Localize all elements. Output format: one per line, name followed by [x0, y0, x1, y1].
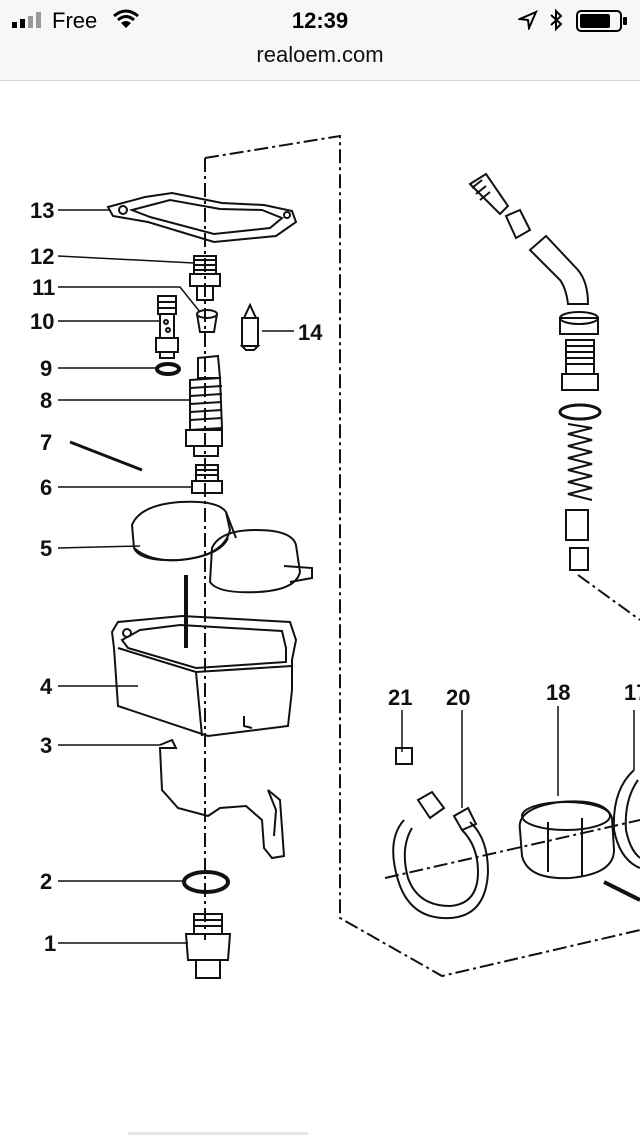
label-11: 11: [32, 275, 55, 300]
signal-icon: [12, 12, 41, 28]
label-6: 6: [40, 475, 52, 500]
right-rings: [392, 747, 640, 920]
label-1: 1: [44, 931, 56, 956]
label-5: 5: [40, 536, 52, 561]
part-9-o-ring: [155, 362, 181, 376]
bottom-edge-bar: [128, 1132, 308, 1135]
label-21: 21: [388, 685, 412, 710]
location-icon: [518, 10, 538, 30]
label-8: 8: [40, 388, 52, 413]
wifi-icon: [113, 9, 139, 28]
part-8-needle-jet: [185, 354, 224, 457]
label-20: 20: [446, 685, 470, 710]
part-3-clip: [158, 738, 286, 860]
label-18: 18: [546, 680, 570, 705]
part-14-needle: [239, 302, 261, 351]
bluetooth-icon: [550, 8, 563, 32]
label-2: 2: [40, 869, 52, 894]
part-4-float-bowl: [110, 614, 298, 738]
label-10: 10: [30, 309, 54, 334]
part-5-floats: [130, 500, 313, 648]
battery-icon: [576, 10, 627, 32]
label-4: 4: [40, 674, 53, 699]
label-3: 3: [40, 733, 52, 758]
label-9: 9: [40, 356, 52, 381]
part-11-jet: [196, 309, 218, 333]
part-7-pin: [69, 440, 143, 472]
label-17: 17: [624, 680, 640, 705]
carrier-name: Free: [52, 8, 98, 33]
part-6-main-jet: [191, 464, 223, 494]
status-bar: Free 12:39: [0, 0, 640, 40]
part-12-fitting: [189, 255, 221, 301]
label-14: 14: [298, 320, 323, 345]
url-bar[interactable]: realoem.com: [0, 40, 640, 81]
clock-time: 12:39: [291, 8, 349, 33]
center-lines: [204, 134, 640, 978]
parts-diagram: 13 12 11 10 9 8 7 6 5 4 3 2 1 14 21 20 1…: [30, 134, 640, 979]
label-13: 13: [30, 198, 54, 223]
part-13-gasket: [106, 191, 298, 244]
right-cable-assembly: [468, 172, 602, 571]
leader-lines: [57, 209, 635, 944]
label-12: 12: [30, 244, 54, 269]
label-7: 7: [40, 430, 52, 455]
part-10-emulsion-jet: [155, 295, 179, 359]
part-2-washer: [182, 870, 230, 894]
part-1-fitting: [184, 913, 232, 979]
url-text[interactable]: realoem.com: [256, 42, 384, 67]
